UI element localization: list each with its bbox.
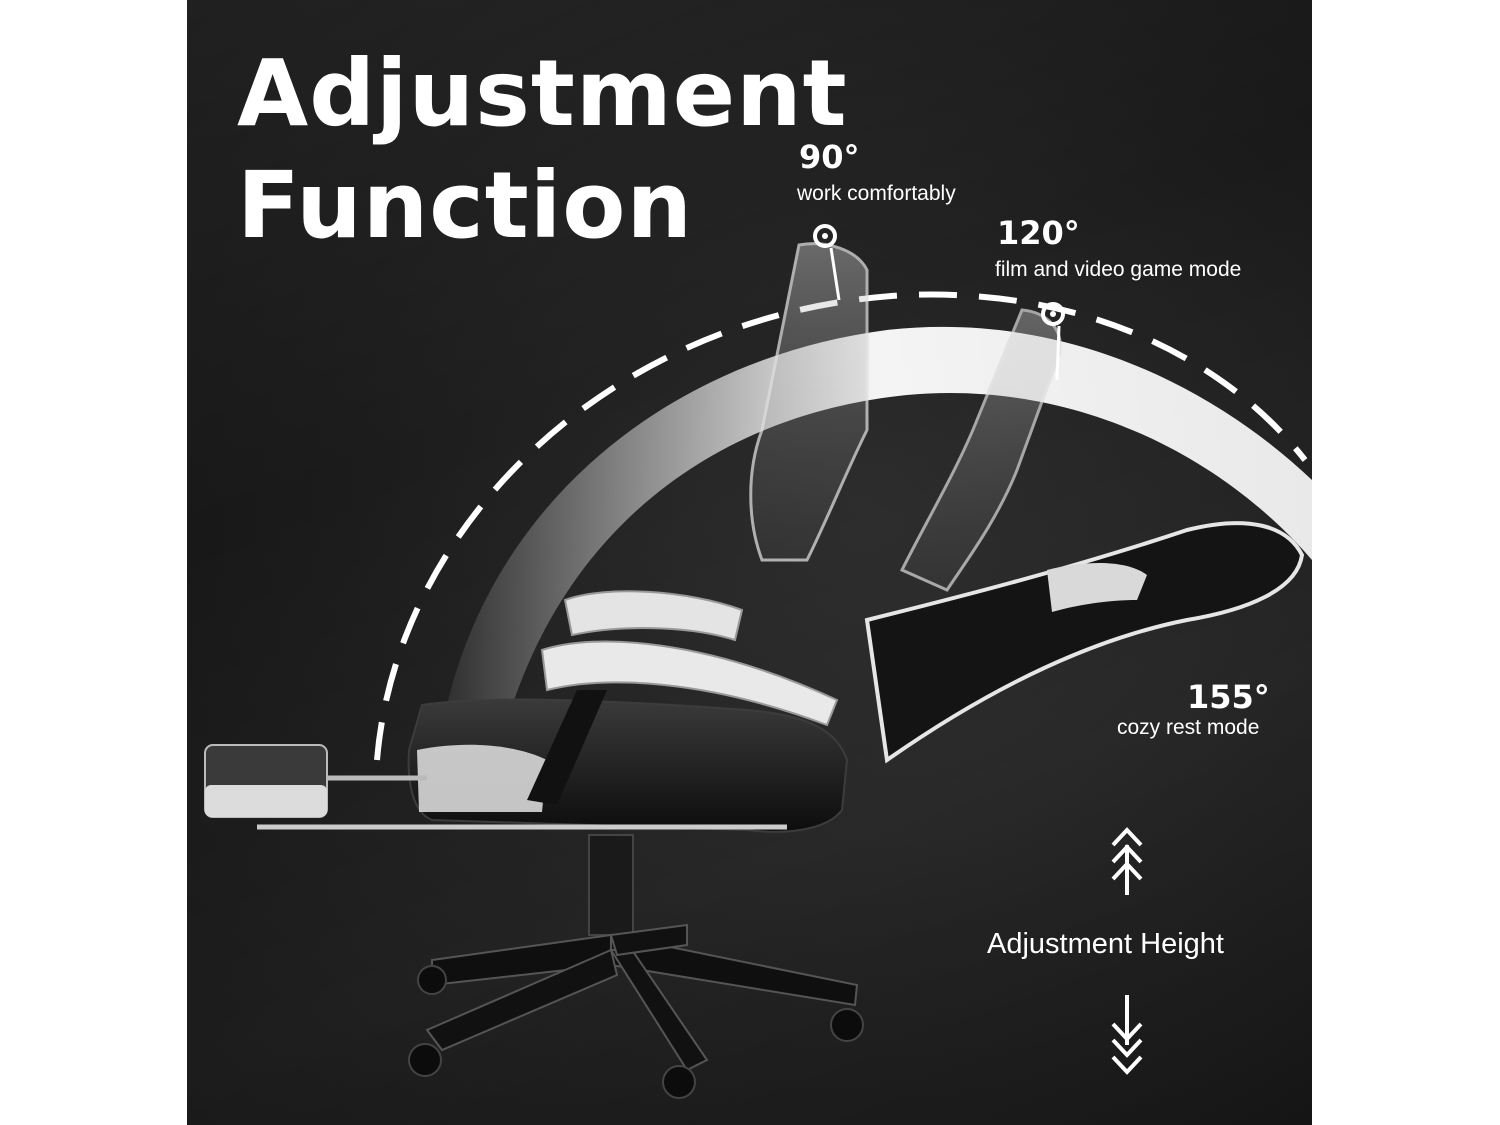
title-line-1: Adjustment xyxy=(237,40,848,147)
angle-155-label: cozy rest mode xyxy=(1117,716,1260,739)
armrests xyxy=(527,590,839,805)
ghost-backrest-90 xyxy=(749,242,869,562)
angle-marker-icon xyxy=(1041,302,1065,381)
height-adjust-label: Adjustment Height xyxy=(987,928,1224,960)
angle-marker-icon xyxy=(813,224,841,301)
angle-120-label: film and video game mode xyxy=(995,258,1242,281)
chevron-up-icon xyxy=(1111,827,1143,895)
page-title: Adjustment Function xyxy=(237,38,848,262)
product-panel: Adjustment Function 90° work comfortably… xyxy=(187,0,1312,1125)
title-line-2: Function xyxy=(237,152,694,259)
motion-arc xyxy=(437,326,1312,760)
chair-base xyxy=(408,834,864,1099)
footrest xyxy=(204,744,787,830)
angle-120-value: 120° xyxy=(997,214,1080,252)
angle-155-value: 155° xyxy=(1187,678,1270,716)
chair-seat xyxy=(407,698,849,833)
reclined-backrest-155 xyxy=(864,521,1305,764)
angle-90-label: work comfortably xyxy=(797,182,956,205)
chair-illustration xyxy=(204,224,1312,1099)
angle-90-value: 90° xyxy=(799,138,860,176)
chevron-down-icon xyxy=(1111,995,1143,1075)
